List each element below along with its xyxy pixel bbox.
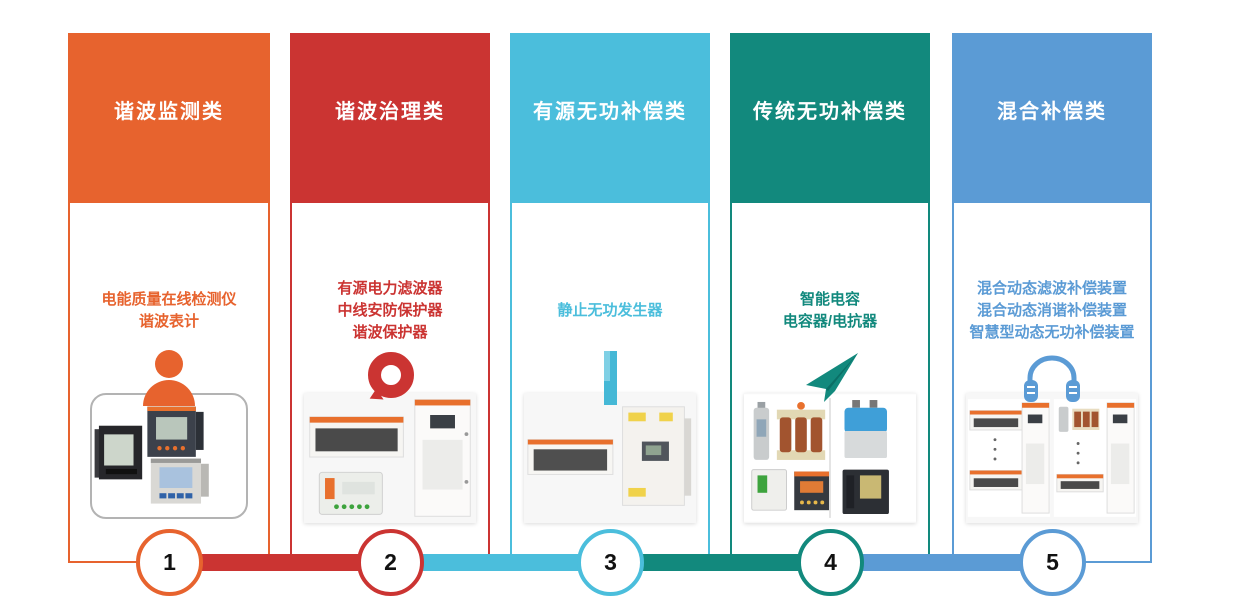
product-list: 有源电力滤波器 中线安防保护器 谐波保护器	[292, 267, 488, 355]
category-title: 有源无功补偿类	[533, 100, 687, 123]
category-title: 谐波监测类	[114, 100, 224, 123]
product-list: 电能质量在线检测仪 谐波表计	[70, 267, 268, 355]
category-header: 谐波监测类	[68, 33, 270, 203]
category-title: 混合补偿类	[997, 100, 1107, 123]
product-name: 谐波保护器	[352, 323, 428, 341]
filter-cabinet-illustration	[304, 395, 476, 521]
product-name: 混合动态消谐补偿装置	[976, 302, 1127, 320]
step-number: 1	[163, 549, 176, 575]
step-circle-4: 4	[797, 529, 864, 596]
category-column-harmonic-monitoring: 谐波监测类 电能质量在线检测仪 谐波表计	[68, 33, 270, 563]
product-name: 静止无功发生器	[557, 302, 663, 320]
category-card: 智能电容 电容器/电抗器	[730, 203, 930, 563]
step-number: 2	[384, 549, 397, 575]
category-title: 谐波治理类	[335, 100, 445, 123]
category-header: 谐波治理类	[290, 33, 490, 203]
product-name: 谐波表计	[138, 313, 199, 330]
speech-bubble-icon	[292, 346, 488, 410]
category-title: 传统无功补偿类	[753, 100, 907, 123]
category-header: 混合补偿类	[952, 33, 1152, 203]
product-list: 静止无功发生器	[512, 267, 708, 355]
product-photos-panel	[966, 393, 1138, 523]
category-card: 有源电力滤波器 中线安防保护器 谐波保护器	[290, 203, 490, 563]
product-name: 智慧型动态无功补偿装置	[969, 323, 1135, 341]
vertical-bar-icon	[512, 346, 708, 410]
category-column-traditional-compensation: 传统无功补偿类 智能电容 电容器/电抗器	[730, 33, 930, 563]
category-column-harmonic-treatment: 谐波治理类 有源电力滤波器 中线安防保护器 谐波保护器	[290, 33, 490, 563]
product-list: 智能电容 电容器/电抗器	[732, 267, 928, 355]
product-name: 混合动态滤波补偿装置	[976, 280, 1127, 298]
step-circle-5: 5	[1019, 529, 1086, 596]
product-photos-panel	[90, 393, 248, 519]
step-number: 3	[604, 549, 617, 575]
product-name: 智能电容	[799, 291, 860, 309]
timeline-segment-2-3	[390, 554, 610, 571]
hybrid-cabinets-illustration	[966, 395, 1138, 521]
step-number: 5	[1046, 549, 1059, 575]
product-name: 电能质量在线检测仪	[101, 291, 237, 309]
product-name: 有源电力滤波器	[337, 280, 443, 298]
product-photos-panel	[744, 393, 916, 523]
product-name: 电容器/电抗器	[782, 313, 878, 330]
paper-plane-icon	[732, 346, 928, 410]
step-circle-1: 1	[136, 529, 203, 596]
person-icon	[70, 346, 268, 410]
product-photos-panel	[524, 393, 696, 523]
product-list: 混合动态滤波补偿装置 混合动态消谐补偿装置 智慧型动态无功补偿装置	[954, 267, 1150, 355]
product-photos-panel	[304, 393, 476, 523]
category-card: 混合动态滤波补偿装置 混合动态消谐补偿装置 智慧型动态无功补偿装置	[952, 203, 1152, 563]
product-name: 中线安防保护器	[337, 302, 443, 320]
timeline-segment-1-2	[169, 554, 390, 571]
step-number: 4	[824, 549, 837, 575]
category-card: 电能质量在线检测仪 谐波表计	[68, 203, 270, 563]
headphones-icon	[954, 346, 1150, 410]
power-meters-illustration	[94, 406, 209, 504]
category-header: 传统无功补偿类	[730, 33, 930, 203]
capacitor-reactor-illustration	[744, 394, 916, 522]
step-circle-3: 3	[577, 529, 644, 596]
timeline-segment-3-4	[610, 554, 830, 571]
category-card: 静止无功发生器	[510, 203, 710, 563]
timeline-segment-4-5	[830, 554, 1052, 571]
category-header: 有源无功补偿类	[510, 33, 710, 203]
svg-generator-illustration	[524, 397, 696, 519]
category-column-hybrid-compensation: 混合补偿类 混合动态滤波补偿装置 混合动态消谐补偿装置 智慧型动态无功补偿装置	[952, 33, 1152, 563]
step-circle-2: 2	[357, 529, 424, 596]
category-column-active-compensation: 有源无功补偿类 静止无功发生器	[510, 33, 710, 563]
